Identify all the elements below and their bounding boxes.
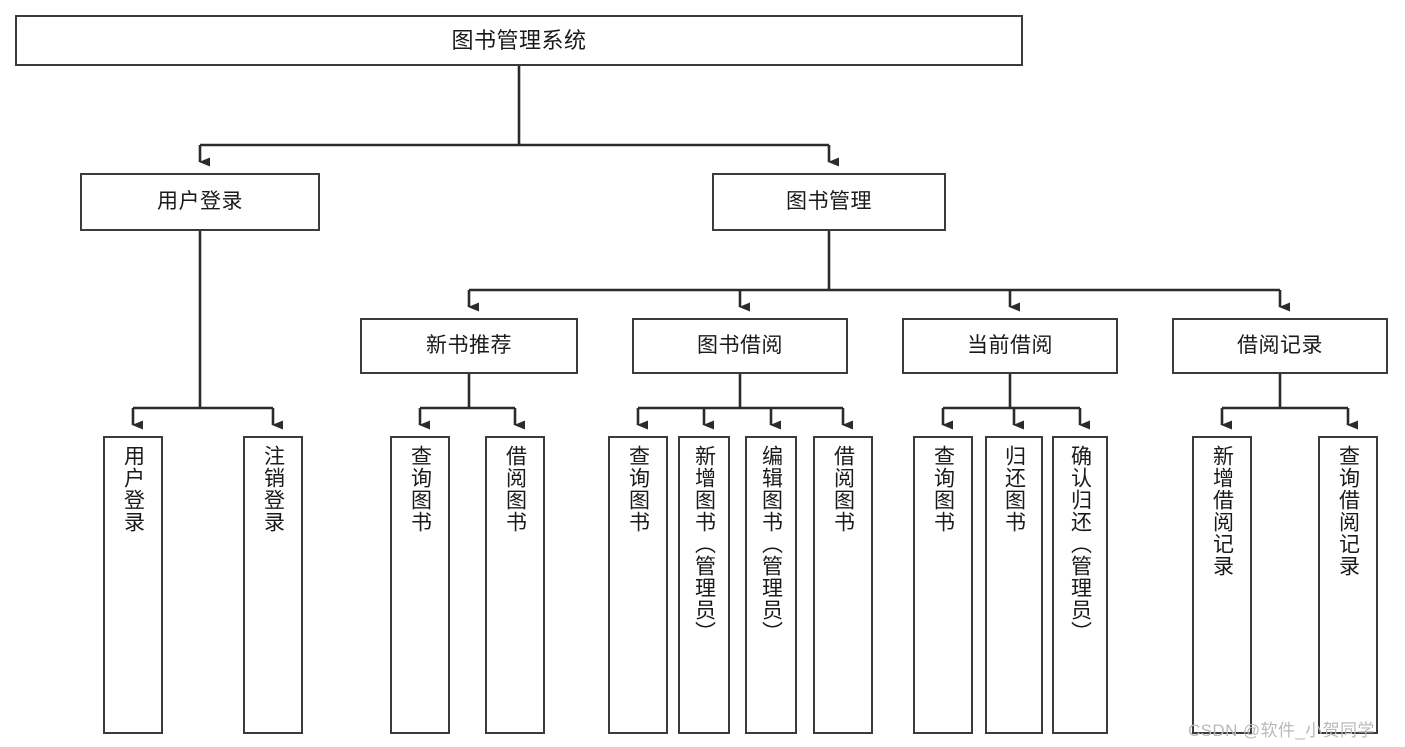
node-label: 用户登录 xyxy=(157,189,243,213)
node-leaf-return-book[interactable]: 归还图书 xyxy=(985,436,1043,734)
node-label: 新增图书（管理员） xyxy=(692,445,716,643)
node-label: 查询借阅记录 xyxy=(1336,445,1360,577)
node-label: 图书借阅 xyxy=(697,333,783,357)
node-label: 查询图书 xyxy=(626,445,650,533)
node-leaf-edit-book[interactable]: 编辑图书（管理员） xyxy=(745,436,797,734)
node-label: 借阅图书 xyxy=(503,445,527,533)
node-leaf-query-record[interactable]: 查询借阅记录 xyxy=(1318,436,1378,734)
node-leaf-confirm-return[interactable]: 确认归还（管理员） xyxy=(1052,436,1108,734)
node-leaf-query-book-cb[interactable]: 查询图书 xyxy=(913,436,973,734)
node-leaf-logout[interactable]: 注销登录 xyxy=(243,436,303,734)
node-leaf-add-book[interactable]: 新增图书（管理员） xyxy=(678,436,730,734)
node-leaf-add-record[interactable]: 新增借阅记录 xyxy=(1192,436,1252,734)
node-leaf-borrow-book-bb[interactable]: 借阅图书 xyxy=(813,436,873,734)
node-user-login[interactable]: 用户登录 xyxy=(80,173,320,231)
node-label: 查询图书 xyxy=(931,445,955,533)
node-label: 查询图书 xyxy=(408,445,432,533)
node-leaf-query-book-rec[interactable]: 查询图书 xyxy=(390,436,450,734)
node-label: 图书管理 xyxy=(786,189,872,213)
node-book-borrow[interactable]: 图书借阅 xyxy=(632,318,848,374)
node-label: 归还图书 xyxy=(1002,445,1026,533)
node-book-manage[interactable]: 图书管理 xyxy=(712,173,946,231)
node-label: 确认归还（管理员） xyxy=(1068,445,1092,643)
node-label: 当前借阅 xyxy=(967,333,1053,357)
node-label: 借阅记录 xyxy=(1237,333,1323,357)
node-leaf-borrow-book-rec[interactable]: 借阅图书 xyxy=(485,436,545,734)
node-borrow-record[interactable]: 借阅记录 xyxy=(1172,318,1388,374)
node-current-borrow[interactable]: 当前借阅 xyxy=(902,318,1118,374)
node-label: 用户登录 xyxy=(121,445,145,533)
node-label: 图书管理系统 xyxy=(451,27,587,53)
watermark-credit: CSDN @软件_小贺同学 xyxy=(1188,721,1375,740)
node-new-book-rec[interactable]: 新书推荐 xyxy=(360,318,578,374)
node-label: 注销登录 xyxy=(261,445,285,533)
node-label: 新增借阅记录 xyxy=(1210,445,1234,577)
node-leaf-query-book-bb[interactable]: 查询图书 xyxy=(608,436,668,734)
node-root-system[interactable]: 图书管理系统 xyxy=(15,15,1023,66)
node-label: 编辑图书（管理员） xyxy=(759,445,783,643)
node-label: 借阅图书 xyxy=(831,445,855,533)
node-leaf-user-login[interactable]: 用户登录 xyxy=(103,436,163,734)
node-label: 新书推荐 xyxy=(426,333,512,357)
